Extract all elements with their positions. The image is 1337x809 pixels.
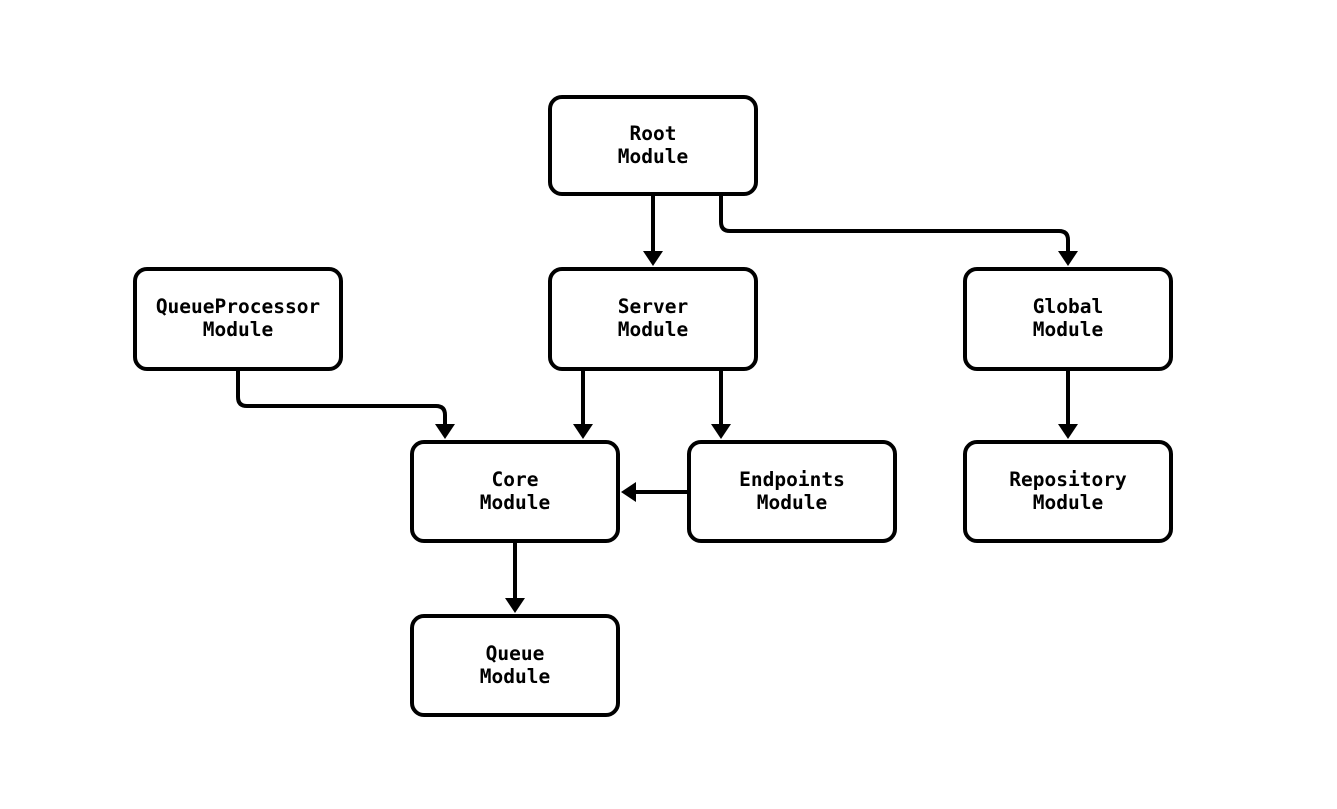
arrowhead-server-to-endpoints — [711, 424, 731, 439]
arrowhead-server-to-core — [573, 424, 593, 439]
node-queueprocessor-label-line2: Module — [202, 318, 274, 341]
node-repository-label-line2: Module — [1032, 490, 1104, 514]
node-endpoints-label-line2: Module — [756, 490, 828, 514]
arrowhead-queueprocessor-to-core — [435, 424, 455, 439]
node-repository-label-line1: Repository — [1009, 467, 1127, 491]
node-root-label-line2: Module — [617, 144, 689, 168]
arrowhead-core-to-queue — [505, 598, 525, 613]
node-global-label-line1: Global — [1032, 295, 1104, 319]
arrowhead-root-to-server — [643, 251, 663, 266]
node-root-label-line1: Root — [629, 121, 677, 145]
node-core-label-line2: Module — [479, 490, 551, 514]
edge-queueprocessor-to-core — [236, 371, 447, 426]
edge-root-to-global — [719, 196, 1070, 253]
node-server-label-line2: Module — [617, 318, 689, 341]
arrowhead-global-to-repository — [1058, 424, 1078, 439]
node-queue-label-line1: Queue — [485, 641, 545, 665]
arrowhead-endpoints-to-core — [621, 482, 636, 502]
node-global-label-line2: Module — [1032, 318, 1104, 341]
node-queueprocessor-label-line1: QueueProcessor — [155, 295, 321, 319]
node-endpoints-label-line1: Endpoints — [739, 467, 845, 491]
node-core-label-line1: Core — [491, 467, 539, 491]
arrowhead-root-to-global — [1058, 251, 1078, 266]
node-server-label-line1: Server — [617, 295, 689, 319]
node-queue-label-line2: Module — [479, 664, 551, 688]
